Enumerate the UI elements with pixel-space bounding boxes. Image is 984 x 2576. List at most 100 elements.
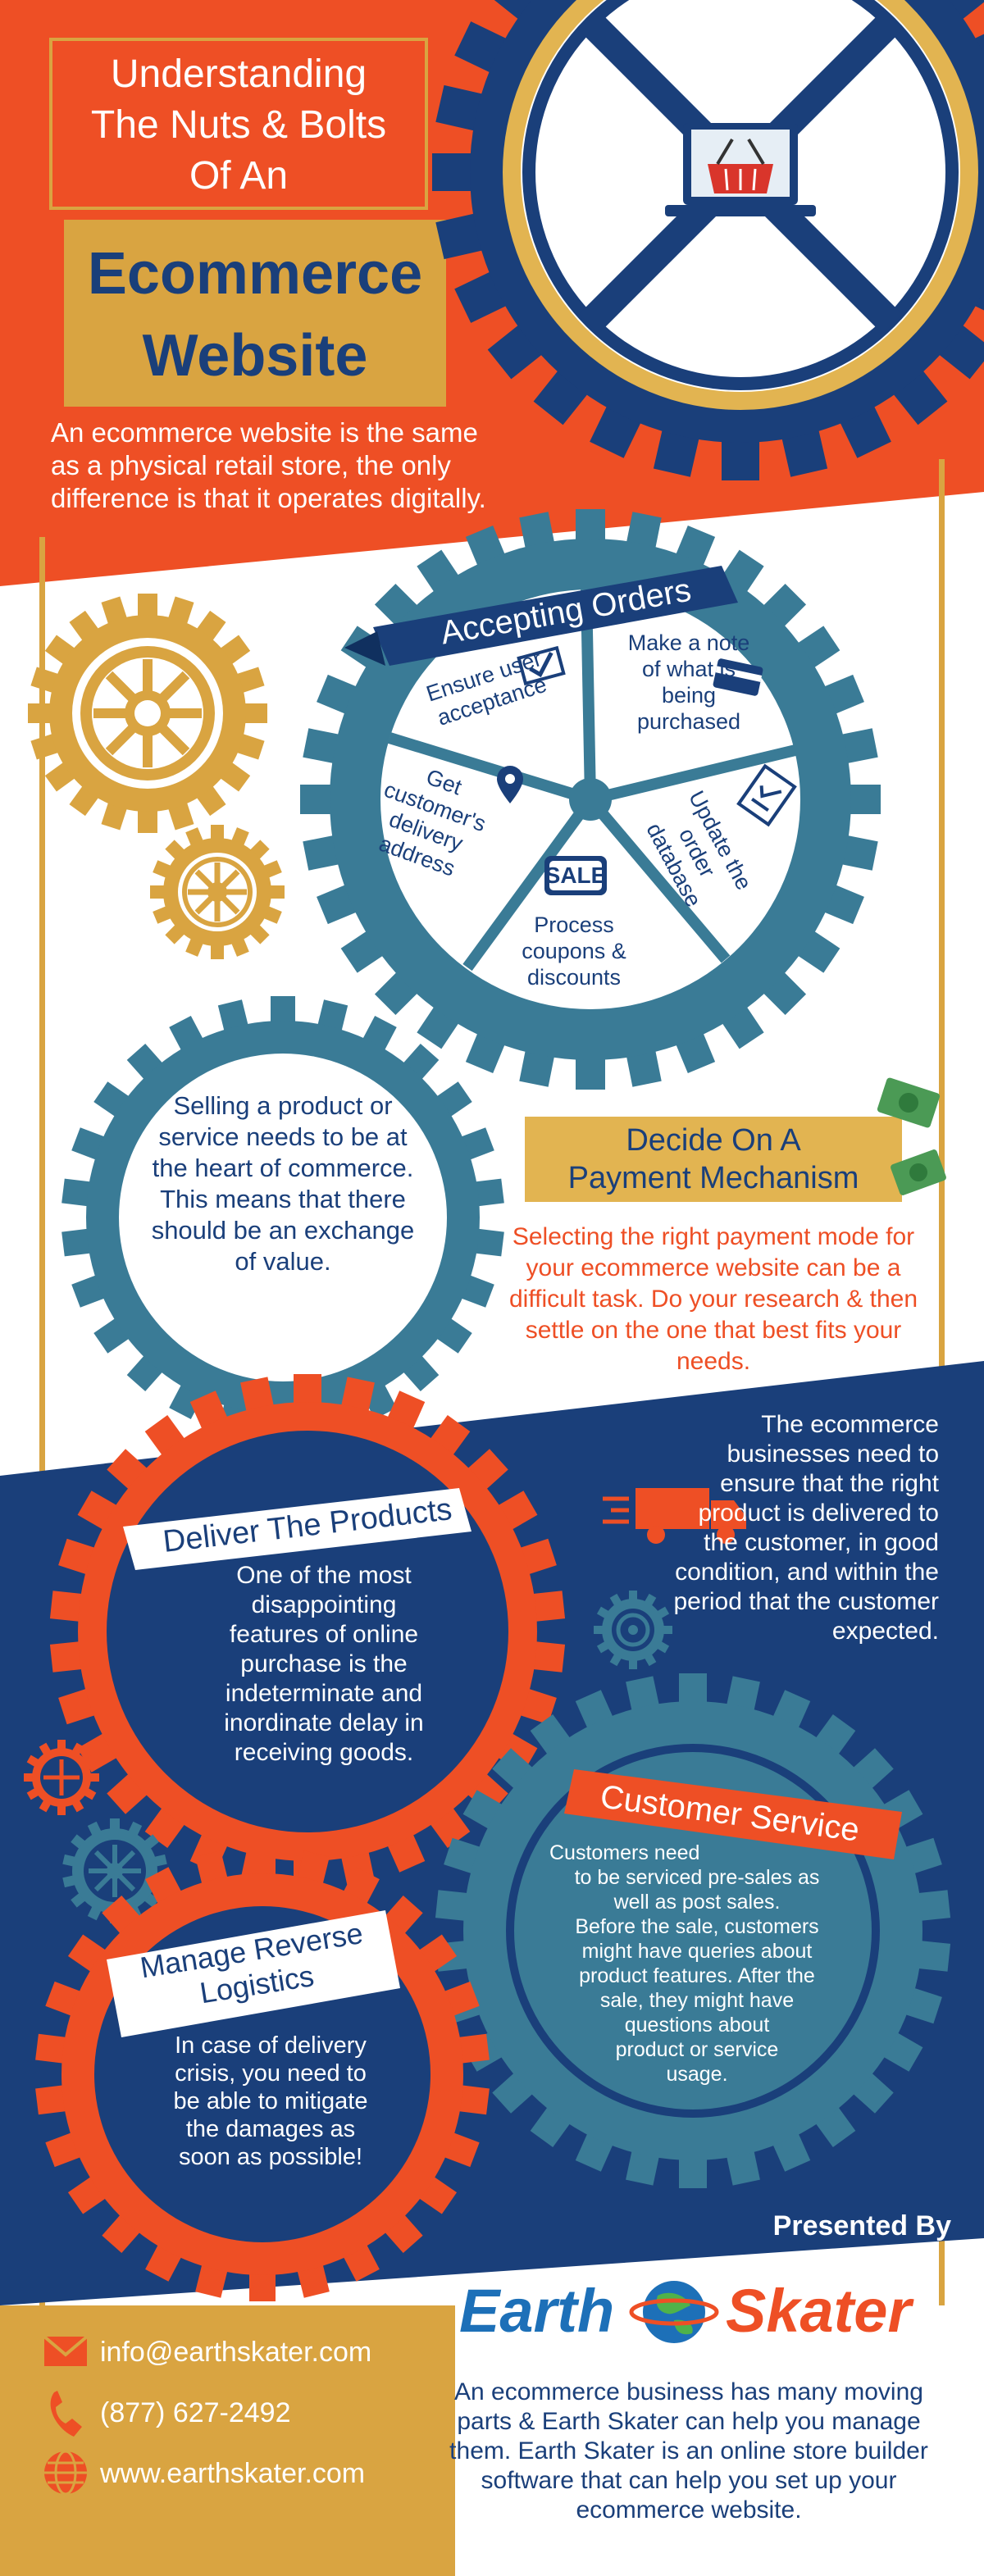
- brand-right: Skater: [726, 2277, 912, 2345]
- selling-text: Selling a product or service needs to be…: [151, 1091, 415, 1276]
- payment-banner: [525, 1117, 902, 1202]
- cs-line: product or service: [615, 2038, 779, 2061]
- gear-tooth: [101, 800, 128, 831]
- gear-tooth: [300, 785, 333, 814]
- cs-line: sale, they might have: [599, 1989, 795, 2012]
- top-gear: [432, 0, 984, 480]
- gear-tooth: [432, 153, 473, 191]
- gear-tooth: [271, 996, 295, 1024]
- gear-tooth: [303, 728, 341, 764]
- gear-tooth: [195, 1850, 228, 1886]
- subtitle-line: Website: [142, 323, 368, 389]
- slice-tag-sale: SALE: [544, 862, 607, 888]
- gear-tooth: [61, 1228, 93, 1257]
- gear-tooth: [243, 703, 267, 723]
- gear-tooth: [268, 885, 285, 899]
- gear-tooth: [297, 2263, 330, 2298]
- gear-tooth: [211, 943, 224, 959]
- selling-gear: [61, 996, 504, 1439]
- delivery-truck-icon: [603, 1488, 746, 1544]
- footer-website[interactable]: www.earthskater.com: [100, 2458, 366, 2489]
- gear-tooth: [138, 808, 157, 833]
- gear-tooth: [626, 512, 662, 550]
- dollar-bill-icon: [891, 1149, 946, 1195]
- checkmark-envelope-icon: [517, 645, 566, 686]
- gear-tooth: [629, 1658, 637, 1669]
- brand-left: Earth: [459, 2277, 615, 2345]
- brand-logo: Earth Skater: [459, 2268, 951, 2350]
- gear-tooth: [722, 439, 759, 480]
- checklist-icon: [736, 763, 797, 827]
- gear-tooth: [531, 1591, 566, 1623]
- gear-tooth: [519, 1049, 555, 1087]
- accepting-orders-ribbon: [373, 566, 738, 666]
- intro-text: An ecommerce website is the same as a ph…: [51, 417, 486, 513]
- location-pin-icon: [497, 766, 523, 803]
- gear-tooth: [653, 428, 699, 477]
- gear-tooth: [150, 885, 166, 899]
- gear-tooth: [61, 1178, 93, 1207]
- gear-tooth: [519, 512, 555, 550]
- gear-tooth: [49, 1641, 84, 1673]
- gear-tooth: [840, 835, 878, 871]
- cs-line: product features. After the: [579, 1964, 815, 1987]
- gear-tooth: [781, 428, 828, 477]
- gear-tooth: [576, 1057, 605, 1090]
- gear-tooth: [726, 2149, 760, 2186]
- deliver-ribbon: [123, 1488, 472, 1570]
- cs-line: questions about: [624, 2014, 770, 2037]
- small-teal-gear: [594, 1591, 672, 1669]
- title-line: Understanding: [110, 52, 367, 96]
- presented-by: Presented By: [772, 2210, 951, 2241]
- phone-icon: [50, 2391, 82, 2437]
- gear-tooth: [435, 213, 485, 260]
- gear-tooth: [916, 1890, 951, 1922]
- gear-tooth: [340, 1377, 375, 1413]
- payment-text: Selecting the right payment mode for you…: [508, 1223, 918, 1375]
- subtitle-box: [64, 220, 446, 407]
- gear-tooth: [473, 1178, 504, 1207]
- gear-tooth: [457, 2085, 490, 2115]
- slice-label-note: Make a note of what is being purchased: [627, 630, 750, 734]
- gear-tooth: [303, 835, 341, 871]
- gear-tooth: [211, 825, 224, 841]
- customer-service-text: Customers need to be serviced pre-sales …: [533, 1841, 861, 2087]
- title-line: The Nuts & Bolts: [90, 103, 387, 147]
- gear-tooth: [28, 703, 52, 723]
- gear-tooth: [235, 733, 265, 760]
- customer-service-ribbon: [564, 1769, 902, 1859]
- gear-tooth: [240, 1377, 275, 1413]
- title-line: Of An: [189, 154, 289, 198]
- gear-tooth: [531, 1641, 566, 1673]
- gear-tooth: [297, 1850, 330, 1886]
- cs-line: to be serviced pre-sales as: [574, 1866, 820, 1889]
- subtitle-line: Ecommerce: [87, 241, 423, 307]
- gear-tooth: [57, 1804, 66, 1815]
- gear-tooth: [840, 728, 878, 764]
- footer-email[interactable]: info@earthskater.com: [100, 2337, 372, 2368]
- gear-tooth: [629, 1591, 637, 1602]
- gear-tooth: [679, 1673, 707, 1704]
- reverse-logistics-text: In case of delivery crisis, you need to …: [173, 2032, 368, 2170]
- gear-tooth: [473, 1228, 504, 1257]
- gear-tooth: [626, 1049, 662, 1087]
- gear-tooth: [444, 1837, 482, 1874]
- globe-icon: [44, 2450, 87, 2496]
- footer-phone[interactable]: (877) 627-2492: [100, 2397, 291, 2428]
- gear-tooth: [726, 1676, 760, 1713]
- gear-tooth: [167, 800, 194, 831]
- gear-tooth: [49, 1591, 84, 1623]
- gear-tooth: [249, 1847, 276, 1877]
- cs-line: Before the sale, customers: [575, 1915, 819, 1938]
- small-orange-gear: [24, 1740, 99, 1815]
- gear-tooth: [916, 1940, 951, 1972]
- cs-line: Customers need: [549, 1841, 700, 1864]
- dollar-bill-icon: [877, 1077, 941, 1128]
- gear-tooth: [35, 2033, 68, 2064]
- cs-line: might have queries about: [581, 1940, 813, 1963]
- gear-tooth: [249, 2272, 276, 2301]
- payment-title-line: Payment Mechanism: [567, 1161, 859, 1195]
- slice-label-coupons: Process coupons & discounts: [522, 913, 626, 990]
